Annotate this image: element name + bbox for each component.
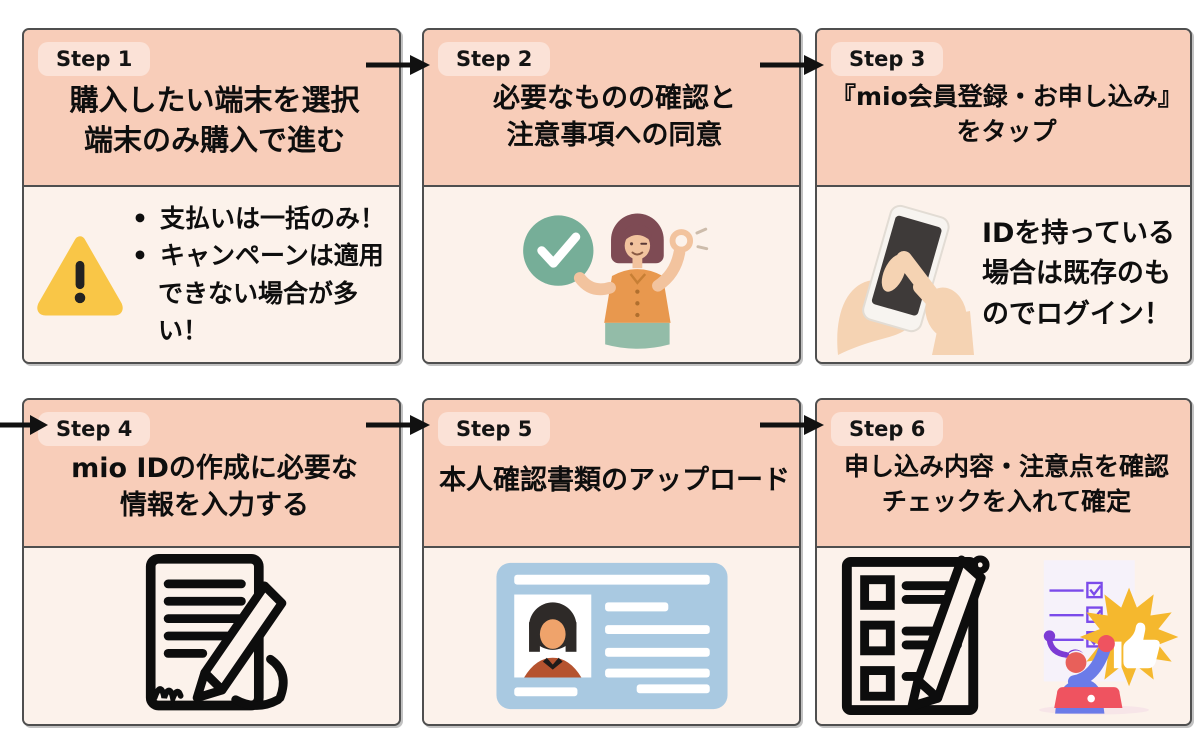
right-arrow-icon [760, 55, 824, 75]
step-card-6: Step 6 申し込み内容・注意点を確認 チェックを入れて確定 [815, 398, 1192, 726]
step-title: 必要なものの確認と 注意事項への同意 [438, 80, 791, 155]
right-arrow-icon [366, 55, 430, 75]
step-1-body: 支払いは一括のみ！ キャンペーンは適用できない場合が多い！ [24, 187, 399, 362]
title-line: 必要なものの確認と [493, 83, 736, 114]
note-item: キャンペーンは適用できない場合が多い！ [132, 237, 390, 350]
step-badge: Step 2 [438, 42, 551, 76]
checklist-pen-icon [841, 555, 990, 715]
step-card-4: Step 4 mio IDの作成に必要な 情報を入力する [22, 398, 401, 726]
step-badge: Step 5 [438, 412, 551, 446]
step-5-header: Step 5 本人確認書類のアップロード [424, 400, 799, 548]
title-line: 情報を入力する [120, 490, 309, 522]
note-item: 支払いは一括のみ！ [132, 200, 390, 238]
title-line: 端末のみ購入で進む [83, 123, 345, 158]
person-checklist-thumbsup-illustration [1039, 560, 1179, 715]
hand-tapping-phone-illustration [837, 204, 974, 355]
title-line: をタップ [956, 116, 1057, 146]
step-badge: Step 3 [831, 42, 944, 76]
step-3-body: IDを持っている 場合は既存のも のでログイン！ [817, 187, 1190, 362]
notes-list: 支払いは一括のみ！ キャンペーンは適用できない場合が多い！ [132, 200, 390, 350]
note-line: のでログイン！ [981, 298, 1171, 330]
right-arrow-icon [366, 415, 430, 435]
step-badge: Step 1 [38, 42, 151, 76]
step-badge: Step 4 [38, 412, 151, 446]
step-card-3: Step 3 『mio会員登録・お申し込み』 をタップ IDを持っている [815, 28, 1192, 364]
woman-ok-check-illustration [522, 212, 708, 349]
title-line: チェックを入れて確定 [881, 486, 1132, 516]
step-2-header: Step 2 必要なものの確認と 注意事項への同意 [424, 30, 799, 187]
right-arrow-icon [760, 415, 824, 435]
step-card-1: Step 1 購入したい端末を選択 端末のみ購入で進む 支払いは一括のみ！ キャ… [22, 28, 401, 364]
title-line: 注意事項への同意 [506, 120, 723, 152]
title-line: 申し込み内容・注意点を確認 [843, 452, 1169, 481]
title-line: 本人確認書類のアップロード [439, 465, 790, 496]
right-arrow-icon [0, 415, 48, 435]
step-title: mio IDの作成に必要な 情報を入力する [38, 450, 391, 525]
step-card-5: Step 5 本人確認書類のアップロード [422, 398, 801, 726]
step-6-body [817, 548, 1190, 724]
warning-triangle-icon [37, 235, 123, 315]
title-line: 購入したい端末を選択 [69, 83, 360, 117]
title-line: mio IDの作成に必要な [71, 453, 358, 484]
step-title: 申し込み内容・注意点を確認 チェックを入れて確定 [831, 450, 1182, 519]
step-title: 『mio会員登録・お申し込み』 をタップ [831, 80, 1183, 149]
step-3-note: IDを持っている 場合は既存のも のでログイン！ [982, 214, 1175, 336]
step-card-2: Step 2 必要なものの確認と 注意事項への同意 [422, 28, 801, 364]
id-card-illustration [495, 562, 728, 710]
step-badge: Step 6 [831, 412, 944, 446]
step-title: 購入したい端末を選択 端末のみ購入で進む [38, 80, 391, 160]
step-2-body [424, 187, 799, 362]
step-3-header: Step 3 『mio会員登録・お申し込み』 をタップ [817, 30, 1190, 187]
note-line: IDを持っている [981, 217, 1176, 249]
step-6-header: Step 6 申し込み内容・注意点を確認 チェックを入れて確定 [817, 400, 1190, 548]
signing-document-icon [145, 553, 288, 711]
note-line: 場合は既存のも [981, 258, 1171, 290]
step-title: 本人確認書類のアップロード [438, 462, 791, 499]
step-5-body [424, 548, 799, 724]
step-4-body [24, 548, 399, 724]
step-4-header: Step 4 mio IDの作成に必要な 情報を入力する [24, 400, 399, 548]
step-1-header: Step 1 購入したい端末を選択 端末のみ購入で進む [24, 30, 399, 187]
title-line: 『mio会員登録・お申し込み』 [831, 82, 1183, 111]
